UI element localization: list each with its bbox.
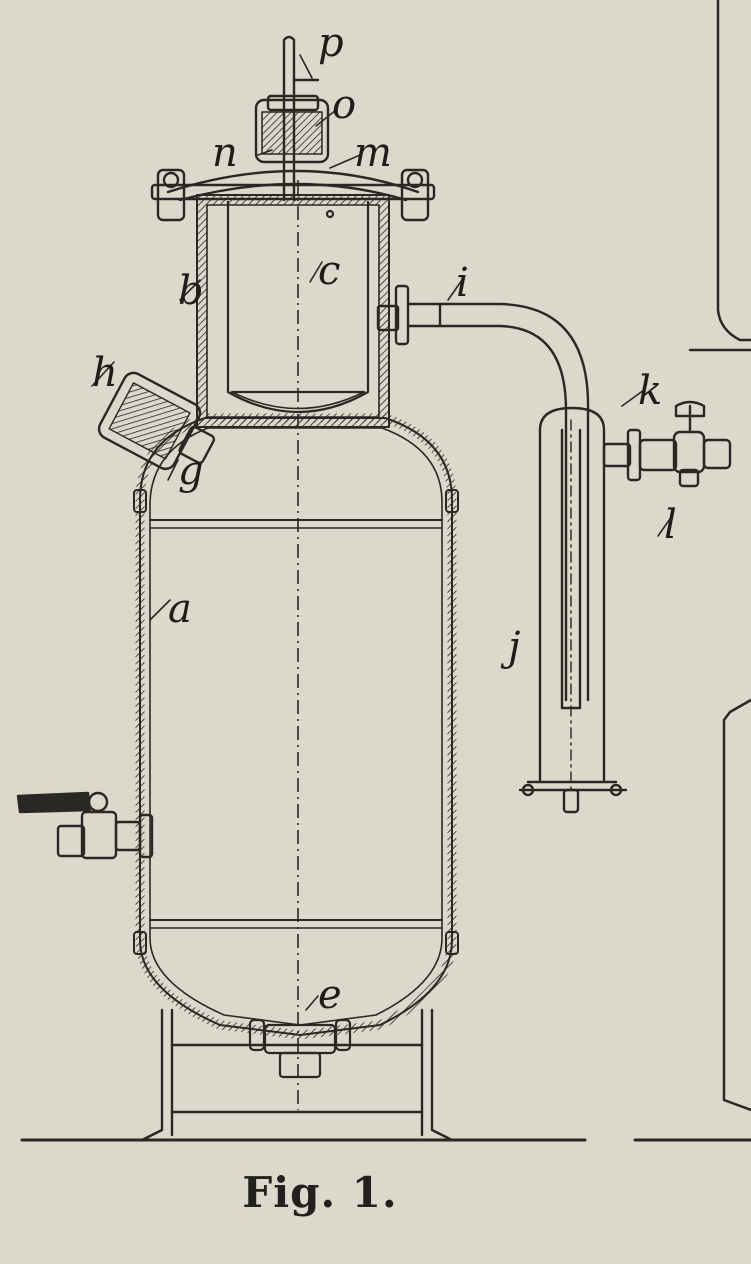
label-l: l — [664, 502, 677, 548]
label-g: g — [178, 448, 204, 494]
drain-tap — [16, 791, 154, 860]
label-b: b — [178, 268, 204, 314]
label-c: c — [318, 248, 340, 294]
adjacent-apparatus-partial — [688, 0, 751, 1112]
support-stand — [140, 1008, 454, 1142]
label-h: h — [92, 350, 118, 396]
label-n: n — [212, 130, 238, 176]
label-k: k — [638, 368, 662, 414]
figure-caption: Fig. 1. — [242, 1168, 398, 1217]
label-o: o — [332, 82, 356, 128]
top-valve — [254, 35, 330, 202]
label-e: e — [318, 972, 342, 1018]
bottom-fitting-e — [248, 1018, 352, 1079]
pressure-gauge-h — [97, 371, 216, 471]
main-vessel-a — [133, 413, 459, 1040]
label-m: m — [354, 130, 392, 176]
outlet-pipe-i — [376, 284, 590, 702]
label-p: p — [318, 20, 344, 66]
label-i: i — [456, 260, 469, 306]
inner-cylinder-c — [226, 200, 370, 413]
leader-lines — [91, 54, 673, 1011]
label-j: j — [500, 624, 520, 670]
side-valve-k — [602, 400, 732, 488]
label-a: a — [168, 586, 192, 632]
collector-tube-j — [518, 406, 628, 814]
